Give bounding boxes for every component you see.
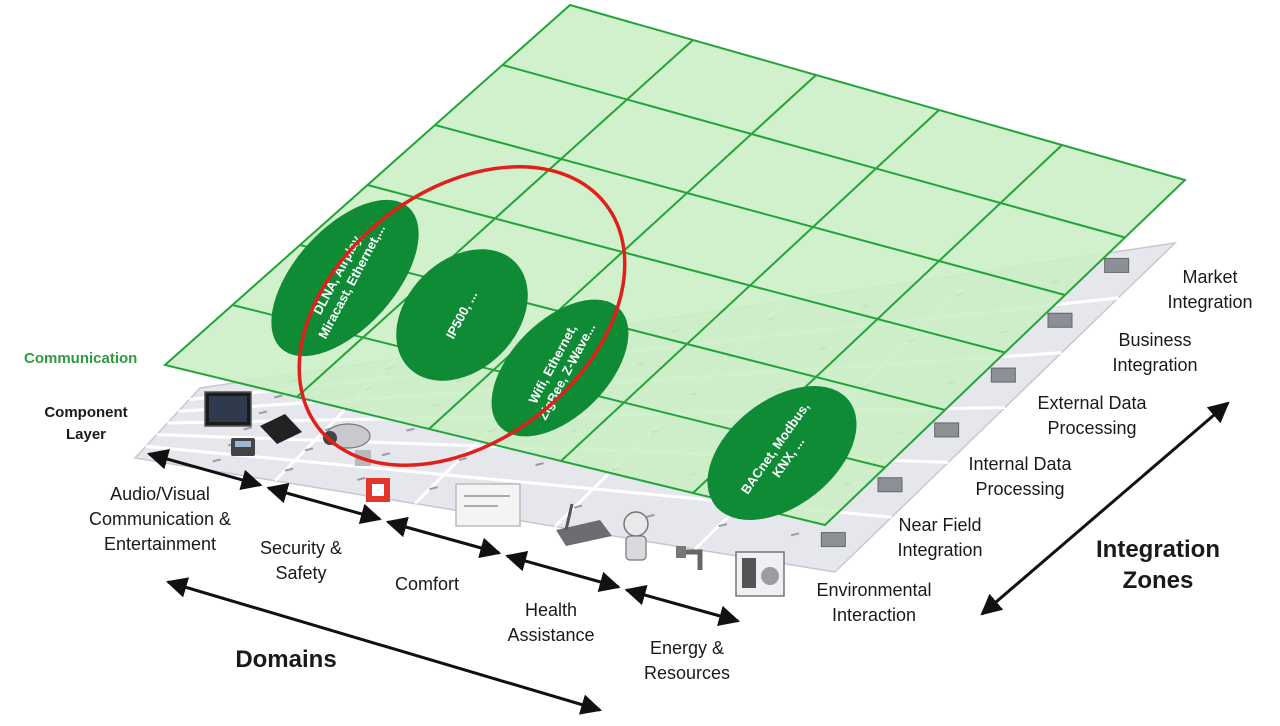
zone-label-external-data: External Data Processing [1037,393,1147,438]
gateway-device [934,422,960,438]
water-tap-icon [676,546,703,570]
robot-assistant-icon [623,511,649,561]
gateway-device [877,477,903,493]
domain-arrows [146,448,741,627]
game-console-icon [260,414,302,444]
integration-zones-axis-arrow [980,401,1230,616]
gateway-device [820,532,846,548]
monitor-icon [204,391,252,427]
highlight-ring [297,165,627,467]
component-layer-label: Component Layer [44,404,128,443]
zone-label-business: Business Integration [1112,330,1198,375]
communication-layer-label: Communication [24,350,138,367]
gateway-devices [820,257,1130,548]
domains-title: Domains [235,646,337,673]
domain-label-energy: Energy & Resources [643,638,731,683]
zone-label-near-field: Near Field Integration [897,515,983,560]
zone-label-market: Market Integration [1167,267,1253,312]
domain-label-comfort: Comfort [394,574,459,594]
domain-span-arrow [385,516,502,559]
thermostat-panel-icon [455,483,521,527]
domain-span-arrow [146,448,263,491]
protocol-ellipse-3: Wifi, Ethernet,ZigBee, Z-Wave... [491,299,629,437]
gateway-device [1104,257,1130,273]
communication-layer-plane [162,3,1187,527]
domain-label-audio-visual: Audio/Visual Communication & Entertainme… [88,484,232,554]
phone-icon [231,438,255,456]
domain-span-arrow [624,584,741,627]
zone-label-internal-data: Internal Data Processing [968,454,1072,499]
gateway-device [1047,312,1073,328]
domain-label-health: Health Assistance [507,600,595,645]
protocol-ellipse-2: IP500, ... [396,249,528,381]
treadmill-icon [556,503,612,546]
domain-span-arrow [505,550,621,593]
appliance-icon [735,551,785,597]
domain-span-arrow [266,482,382,525]
gateway-device [990,367,1016,383]
fire-alarm-icon [366,478,390,502]
zone-label-environmental: Environmental Interaction [816,580,932,625]
domains-axis-arrow [165,577,603,715]
protocol-ellipse-4: BACnet, Modbus,KNX, ... [707,386,857,520]
integration-zones-title: Integration Zones [1096,536,1220,594]
domain-label-security: Security & Safety [259,538,343,583]
